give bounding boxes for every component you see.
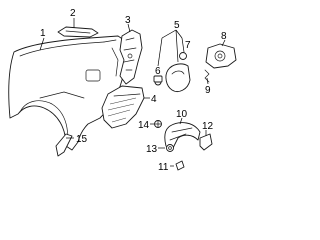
callout-8: 8 [221, 31, 227, 42]
callout-4: 4 [151, 94, 157, 105]
callout-3: 3 [125, 15, 131, 26]
parts-diagram: 1 2 3 4 5 6 7 8 9 10 11 12 13 14 15 [8, 8, 237, 173]
trim-piece-part [55, 133, 73, 157]
callout-14: 14 [138, 120, 150, 131]
callout-1: 1 [40, 28, 46, 39]
parts-diagram-canvas: 1 2 3 4 5 6 7 8 9 10 11 12 13 14 15 [8, 8, 237, 173]
liner-part [164, 122, 201, 151]
hinge-clip-part [153, 75, 163, 83]
callout-7: 7 [185, 40, 191, 51]
callout-11: 11 [158, 162, 169, 173]
callout-5: 5 [174, 20, 180, 31]
callout-6: 6 [155, 66, 161, 77]
upper-rail-part [57, 26, 99, 38]
push-pin-part [175, 160, 185, 171]
quarter-panel-part [8, 35, 127, 151]
callout-12: 12 [202, 121, 214, 132]
callout-13: 13 [146, 144, 158, 155]
callout-15: 15 [76, 134, 88, 145]
callout-labels: 1 2 3 4 5 6 7 8 9 10 11 12 13 14 15 [40, 8, 227, 173]
leader-lines [39, 18, 226, 167]
small-bracket-part [199, 133, 213, 151]
grommet-part [154, 120, 162, 128]
filler-housing-part [205, 43, 237, 69]
inner-bracket-part [119, 29, 143, 85]
filler-cap-part [179, 52, 187, 60]
callout-2: 2 [70, 8, 76, 19]
spring-part [204, 69, 210, 83]
nut-part [166, 144, 174, 152]
callout-9: 9 [205, 85, 211, 96]
lower-reinforcement-part [101, 85, 145, 129]
callout-10: 10 [176, 109, 188, 120]
